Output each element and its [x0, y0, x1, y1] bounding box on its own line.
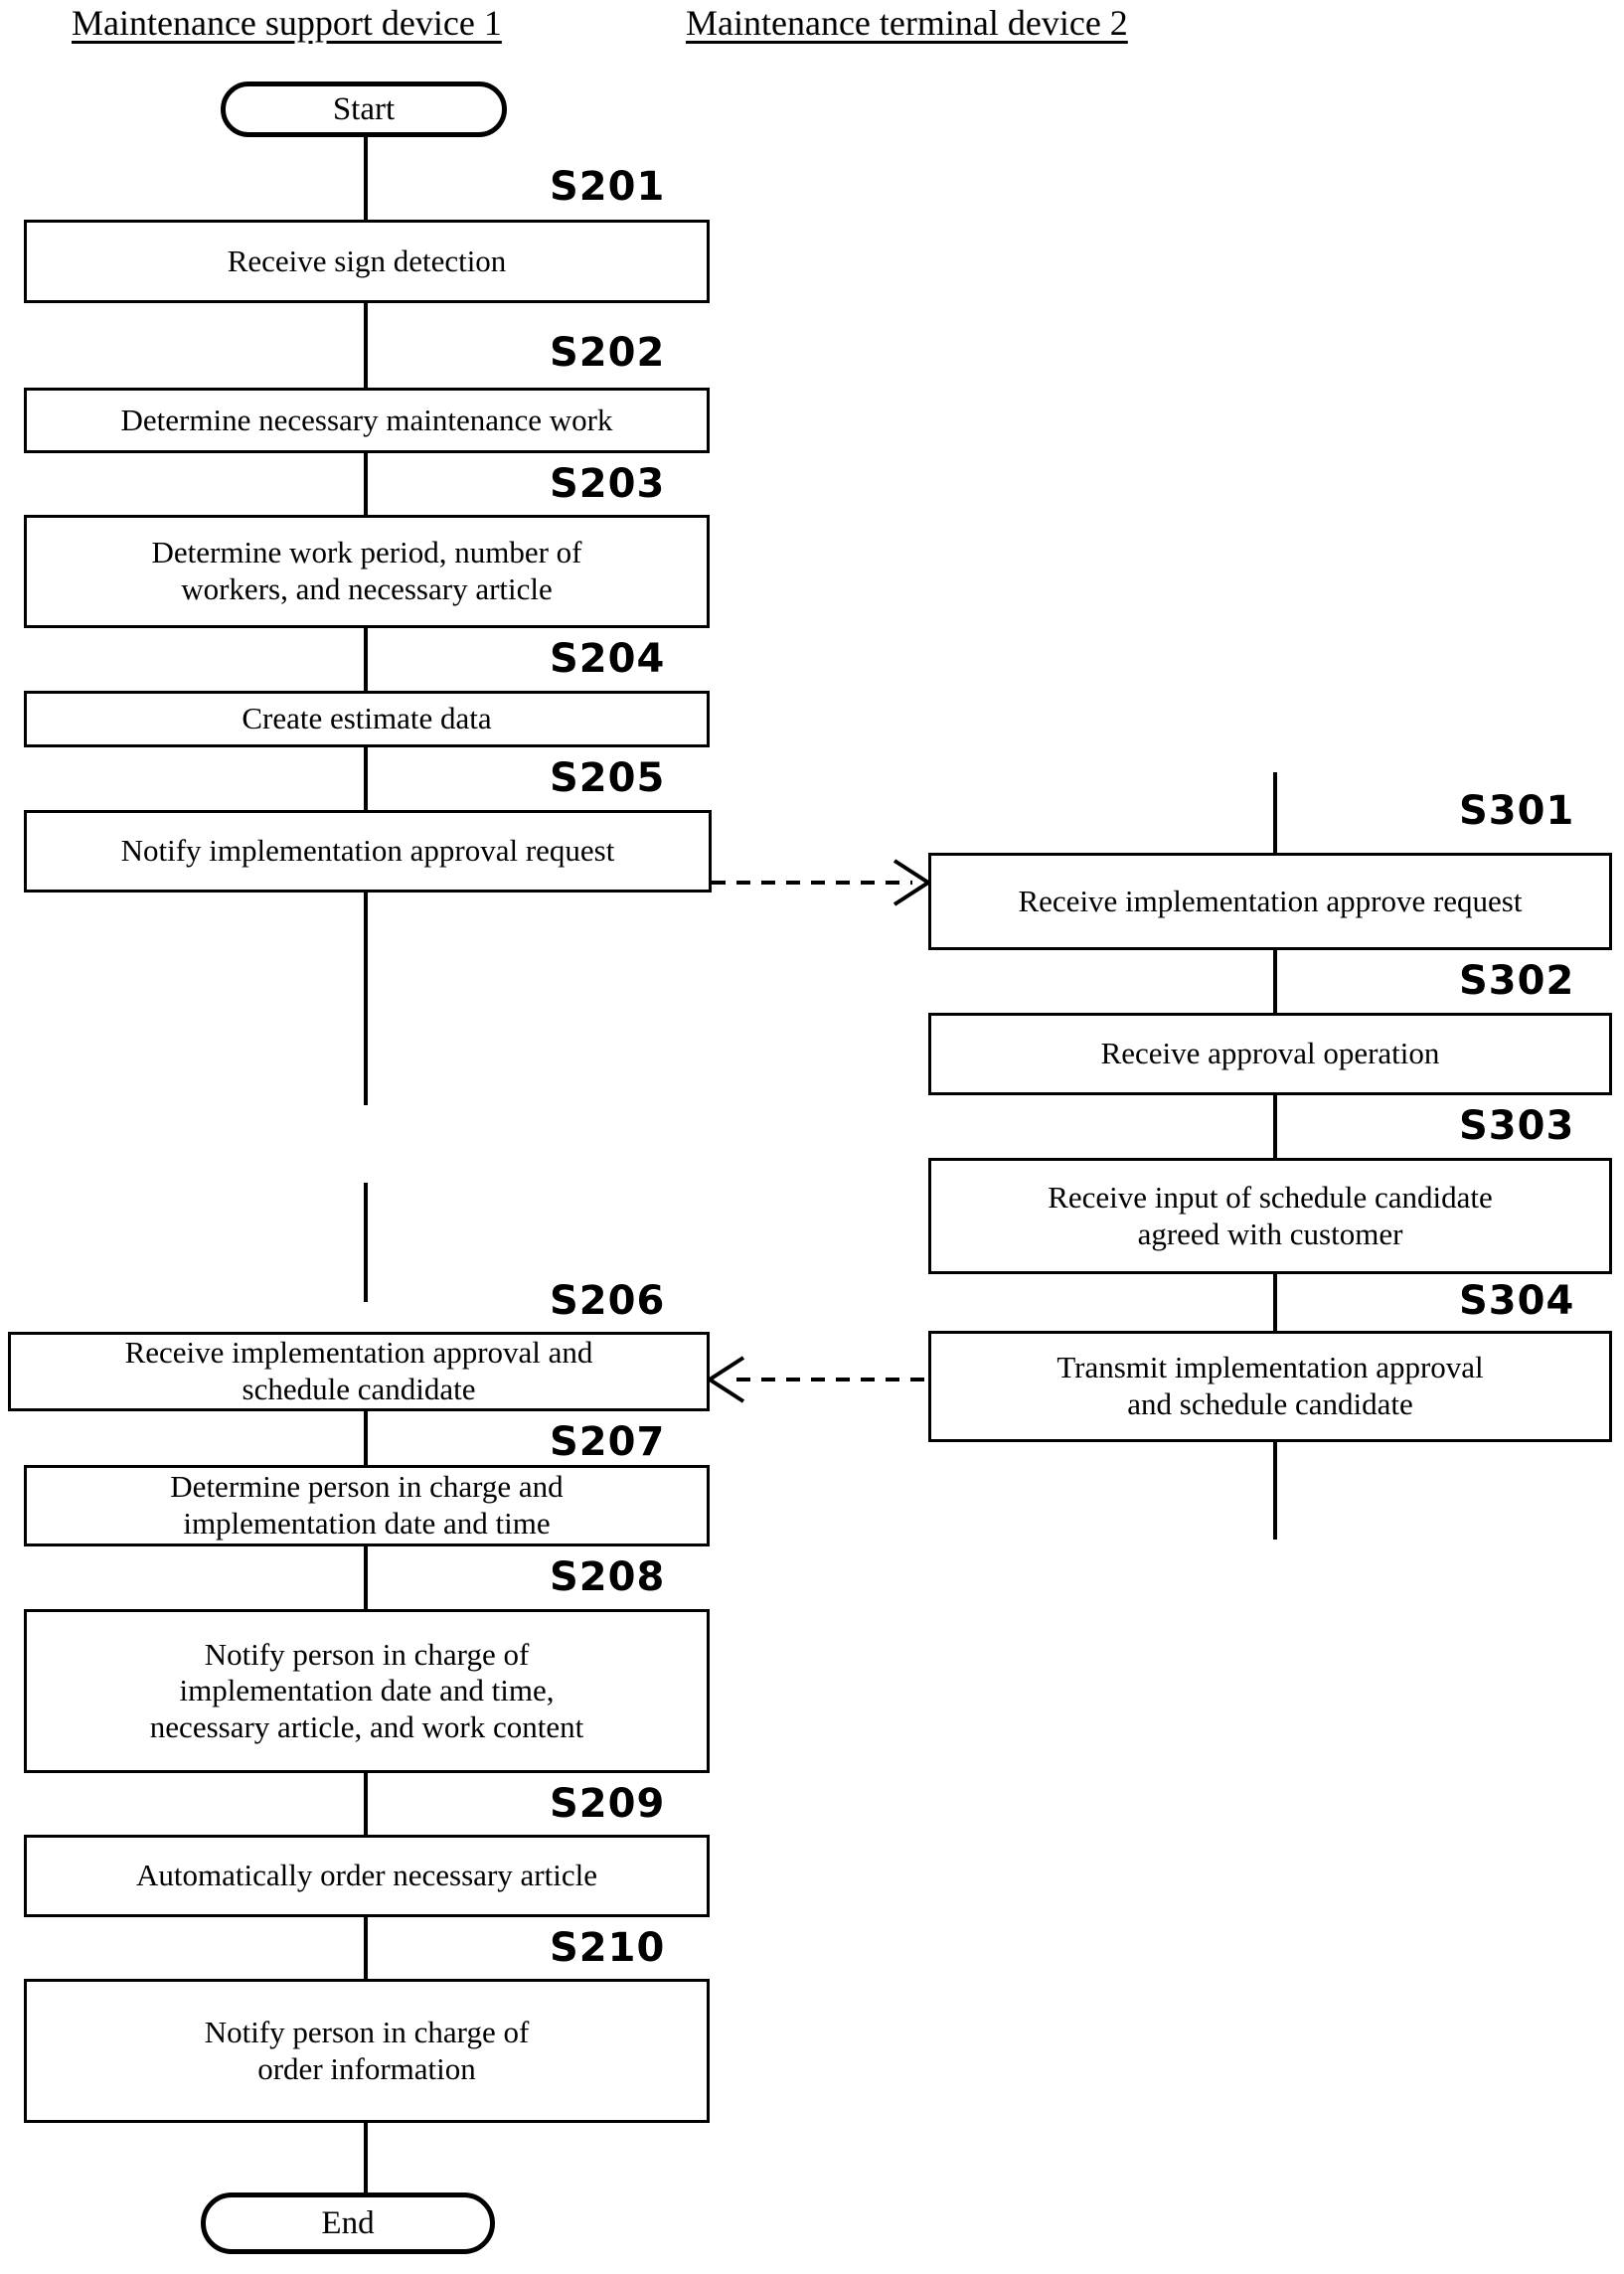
step-id-s302: S302: [1459, 958, 1575, 1004]
process-label-s202: Determine necessary maintenance work: [120, 402, 613, 437]
process-box-s205: Notify implementation approval request: [24, 810, 712, 893]
terminator-start-label: Start: [332, 90, 396, 127]
step-id-s301: S301: [1459, 788, 1575, 834]
process-label-s301: Receive implementation approve request: [1018, 883, 1523, 918]
connector-s204-to-s205: [364, 746, 368, 811]
lane-title-maintenance-support-device: Maintenance support device 1: [72, 3, 502, 43]
step-id-s205: S205: [550, 755, 666, 801]
process-label-s204: Create estimate data: [242, 701, 492, 736]
step-id-s204: S204: [550, 636, 666, 682]
process-box-s204: Create estimate data: [24, 691, 710, 747]
process-box-s209: Automatically order necessary article: [24, 1835, 710, 1917]
step-id-s210: S210: [550, 1925, 666, 1971]
step-id-s304: S304: [1459, 1278, 1575, 1324]
process-label-s209: Automatically order necessary article: [136, 1858, 597, 1893]
step-id-s201: S201: [550, 164, 666, 210]
terminator-start: Start: [221, 81, 507, 137]
dashed-arrow-s205-to-s301: [712, 859, 932, 906]
step-id-s208: S208: [550, 1554, 666, 1600]
connector-s201-to-s202: [364, 302, 368, 389]
connector-s209-to-s210: [364, 1916, 368, 1980]
step-id-s206: S206: [550, 1278, 666, 1324]
connector-s206-to-s207: [364, 1410, 368, 1466]
connector-s208-to-s209: [364, 1772, 368, 1836]
process-box-s201: Receive sign detection: [24, 220, 710, 303]
connector-s210-to-end: [364, 2122, 368, 2194]
connector-s202-to-s203: [364, 452, 368, 516]
step-id-s202: S202: [550, 330, 666, 376]
terminator-end-label: End: [321, 2204, 375, 2241]
terminator-end: End: [201, 2193, 495, 2254]
step-id-s209: S209: [550, 1781, 666, 1827]
connector-entry-to-s301: [1273, 772, 1277, 855]
lane-title-maintenance-terminal-device: Maintenance terminal device 2: [686, 3, 1128, 43]
connector-s206-wait: [364, 1183, 368, 1302]
dashed-arrow-s304-to-s206: [706, 1356, 924, 1403]
process-box-s202: Determine necessary maintenance work: [24, 388, 710, 453]
connector-start-to-s201: [364, 134, 368, 222]
connector-s203-to-s204: [364, 627, 368, 692]
process-label-s205: Notify implementation approval request: [120, 833, 615, 869]
connector-s301-to-s302: [1273, 949, 1277, 1014]
connector-s207-to-s208: [364, 1545, 368, 1610]
process-box-s302: Receive approval operation: [928, 1013, 1612, 1095]
connector-s304-exit: [1273, 1441, 1277, 1540]
process-box-s301: Receive implementation approve request: [928, 853, 1612, 950]
process-label-s201: Receive sign detection: [227, 243, 507, 278]
step-id-s203: S203: [550, 461, 666, 507]
step-id-s207: S207: [550, 1419, 666, 1465]
connector-s302-to-s303: [1273, 1094, 1277, 1159]
process-label-s302: Receive approval operation: [1100, 1036, 1440, 1071]
connector-s303-to-s304: [1273, 1273, 1277, 1332]
connector-s205-to-s206: [364, 892, 368, 1105]
step-id-s303: S303: [1459, 1103, 1575, 1149]
